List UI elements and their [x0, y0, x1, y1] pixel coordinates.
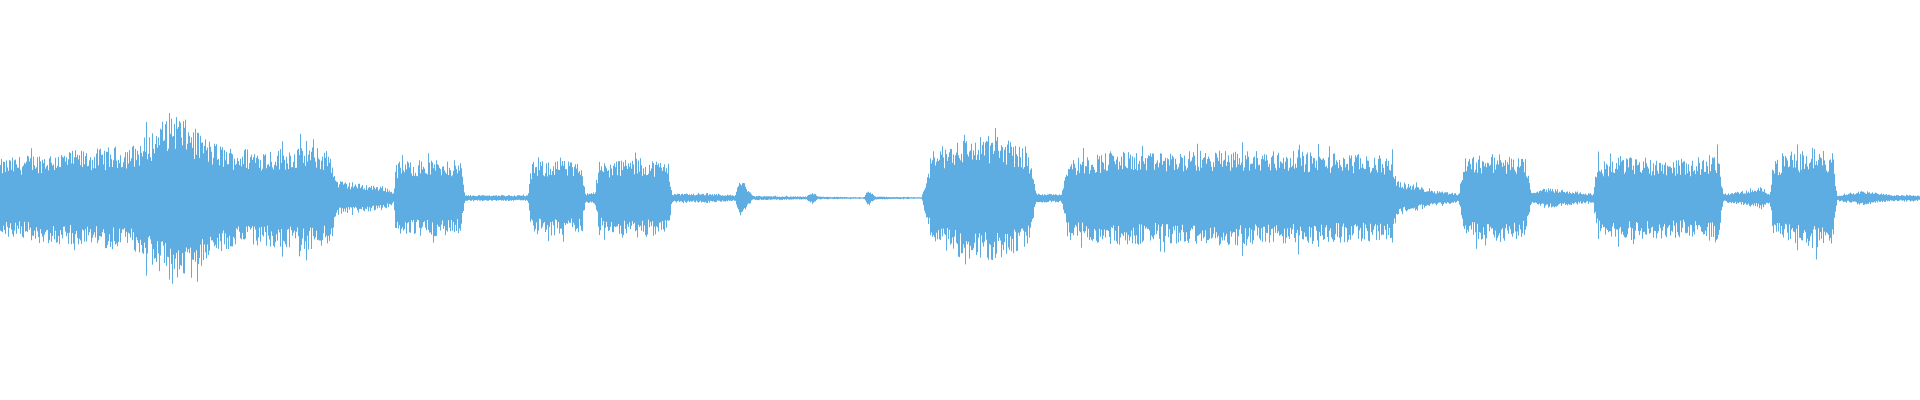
- waveform-samples: [0, 113, 1920, 284]
